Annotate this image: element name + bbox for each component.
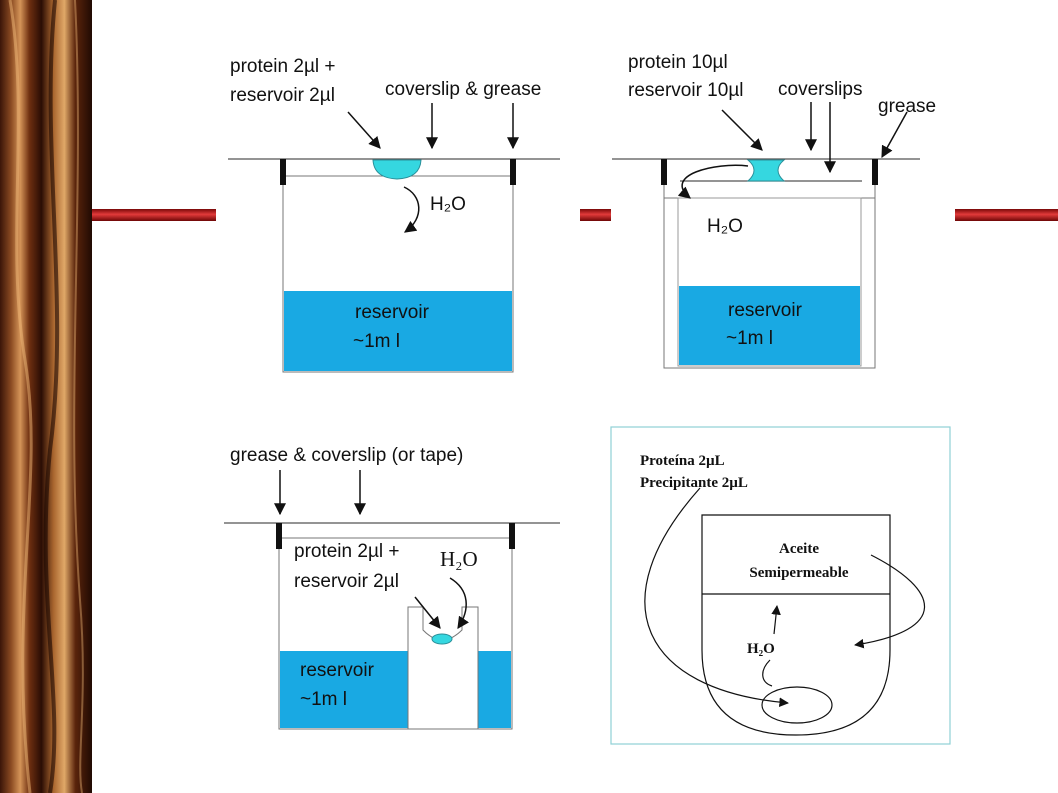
label-reservoir-volume: ~1m l bbox=[353, 331, 400, 352]
label-grease-coverslip: grease & coverslip (or tape) bbox=[230, 445, 463, 466]
reservoir-liquid bbox=[284, 291, 512, 371]
label-water: H₂O bbox=[707, 216, 743, 237]
grease-seal-left bbox=[276, 523, 282, 549]
grease-seal-right bbox=[509, 523, 515, 549]
hanging-drop bbox=[372, 159, 422, 180]
label-precipitante: Precipitante 2µL bbox=[640, 475, 748, 491]
arrow-protein bbox=[347, 111, 381, 149]
arrow-protein bbox=[721, 109, 763, 151]
label-water: H₂O bbox=[747, 641, 775, 657]
grease-seal-left bbox=[280, 159, 286, 185]
panel-oil-microbatch: Proteína 2µL Precipitante 2µL Aceite Sem… bbox=[610, 426, 951, 745]
label-aceite: Aceite bbox=[779, 541, 819, 557]
label-water: H₂O bbox=[440, 547, 478, 571]
sitting-drop bbox=[431, 633, 453, 645]
label-protein: protein 10µl bbox=[628, 52, 728, 73]
label-reservoir-drop: reservoir 10µl bbox=[628, 80, 743, 101]
label-semipermeable: Semipermeable bbox=[749, 565, 848, 581]
well-outline bbox=[701, 514, 891, 736]
label-protein: protein 2µl + bbox=[230, 56, 335, 77]
arrow-water bbox=[403, 186, 420, 233]
label-reservoir: reservoir bbox=[728, 300, 803, 321]
arrow-water bbox=[449, 577, 469, 629]
grease-seal-left bbox=[661, 159, 667, 185]
label-coverslips: coverslips bbox=[778, 79, 862, 100]
wood-sidebar bbox=[0, 0, 92, 793]
arrow-water bbox=[771, 605, 781, 635]
red-bar-right bbox=[955, 209, 1058, 221]
arrow-water bbox=[677, 164, 749, 199]
label-reservoir-drop: reservoir 2µl bbox=[294, 571, 399, 592]
label-reservoir: reservoir bbox=[300, 660, 375, 681]
panel-frame bbox=[610, 426, 951, 745]
drop-outline bbox=[761, 686, 833, 724]
panel-sitting-drop: grease & coverslip (or tape) protein 2µl… bbox=[224, 445, 560, 730]
label-coverslip-grease: coverslip & grease bbox=[385, 79, 541, 100]
arrow-protein bbox=[644, 487, 789, 708]
arrow-grease bbox=[881, 111, 908, 159]
label-water: H₂O bbox=[430, 194, 466, 215]
grease-seal-right bbox=[872, 159, 878, 185]
label-reservoir-volume: ~1m l bbox=[726, 328, 773, 349]
label-reservoir-drop: reservoir 2µl bbox=[230, 85, 335, 106]
label-reservoir-volume: ~1m l bbox=[300, 689, 347, 710]
panel-hanging-drop: protein 2µl + reservoir 2µl coverslip & … bbox=[228, 56, 560, 373]
panel-sandwich-drop: protein 10µl reservoir 10µl coverslips g… bbox=[612, 52, 936, 369]
water-path bbox=[762, 659, 773, 687]
grease-seal-right bbox=[510, 159, 516, 185]
label-grease: grease bbox=[878, 96, 936, 117]
red-bar-middle bbox=[580, 209, 611, 221]
sandwich-drop bbox=[746, 159, 786, 182]
reservoir-liquid bbox=[679, 286, 860, 365]
label-proteina: Proteína 2µL bbox=[640, 453, 725, 469]
label-protein: protein 2µl + bbox=[294, 541, 399, 562]
arrow-oil bbox=[854, 554, 925, 649]
red-bar-left bbox=[92, 209, 216, 221]
label-reservoir: reservoir bbox=[355, 302, 430, 323]
arrow-protein bbox=[414, 596, 441, 629]
